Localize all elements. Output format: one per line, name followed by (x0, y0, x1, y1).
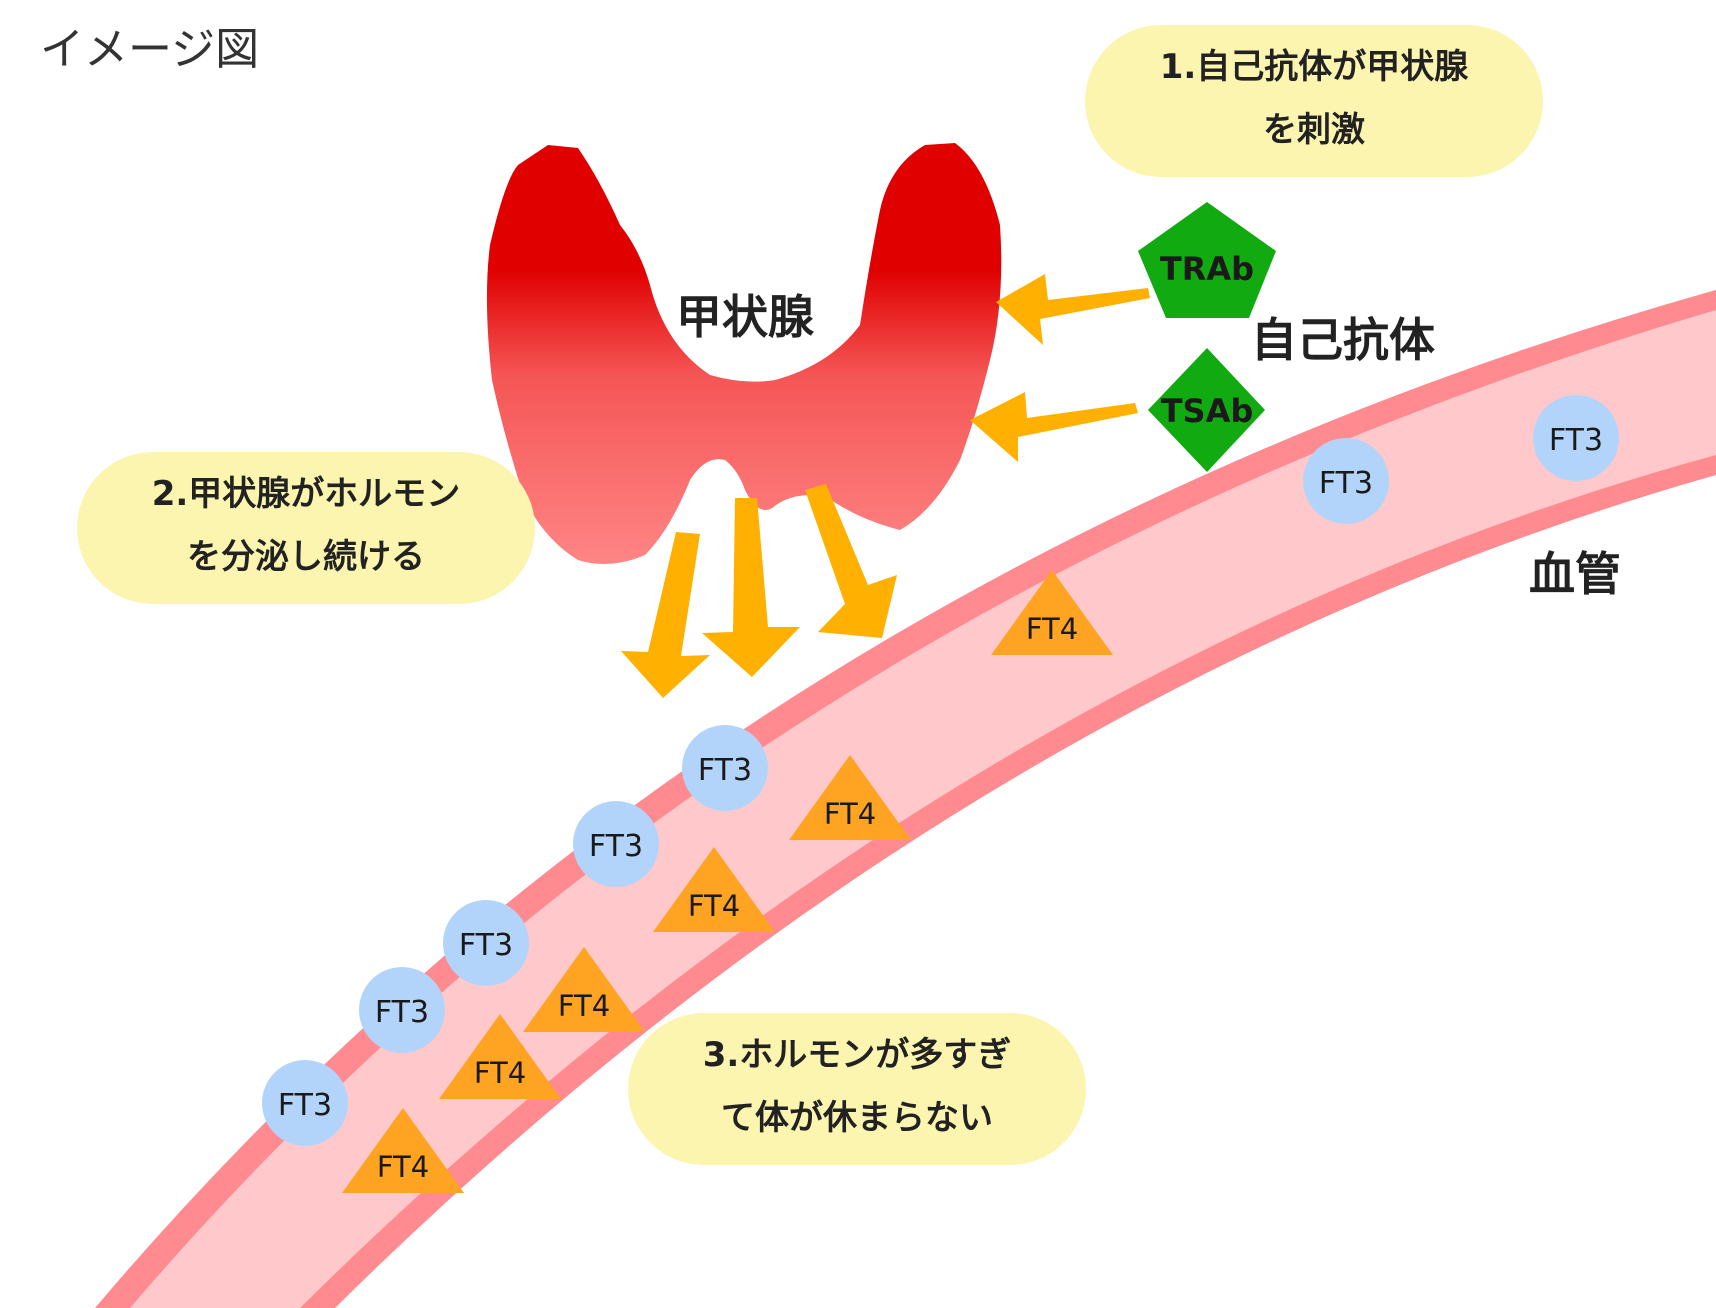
arrow-trab-to-thyroid (996, 274, 1150, 345)
svg-text:FT4: FT4 (1026, 612, 1078, 646)
step-1-line-1: 1.自己抗体が甲状腺 (1160, 47, 1470, 87)
antibody-trab: TRAb (1138, 202, 1276, 318)
page-title: イメージ図 (40, 24, 259, 75)
ft4-molecule: FT4 (523, 947, 645, 1032)
step-bubble-1: 1.自己抗体が甲状腺 を刺激 (1085, 25, 1543, 177)
arrow-secretion-center (702, 498, 800, 677)
svg-text:FT4: FT4 (474, 1056, 526, 1090)
ft4-molecule: FT4 (789, 755, 911, 840)
ft4-molecule: FT4 (342, 1108, 464, 1193)
ft3-molecule: FT3 (359, 967, 445, 1053)
svg-text:FT3: FT3 (459, 928, 513, 963)
bubble-background (1085, 25, 1543, 177)
thyroid-label: 甲状腺 (676, 290, 814, 344)
svg-text:FT4: FT4 (377, 1150, 429, 1184)
step-3-line-1: 3.ホルモンが多すぎ (703, 1035, 1012, 1075)
step-bubble-2: 2.甲状腺がホルモン を分泌し続ける (77, 452, 535, 604)
diamond-shape (1148, 348, 1265, 472)
secretion-arrows (621, 484, 897, 698)
ft4-molecule: FT4 (653, 847, 775, 932)
ft3-molecule: FT3 (682, 725, 768, 811)
svg-text:FT3: FT3 (1549, 423, 1603, 458)
ft4-molecule: FT4 (439, 1014, 561, 1099)
antibody-trab-label: TRAb (1160, 250, 1254, 288)
bubble-background (77, 452, 535, 604)
antibody-tsab: TSAb (1148, 348, 1265, 472)
step-bubble-3: 3.ホルモンが多すぎ て体が休まらない (628, 1013, 1086, 1165)
svg-text:FT4: FT4 (824, 797, 876, 831)
step-3-line-2: て体が休まらない (721, 1098, 993, 1138)
svg-text:FT3: FT3 (278, 1088, 332, 1123)
vessel-label: 血管 (1529, 547, 1621, 601)
arrow-secretion-left (621, 532, 710, 698)
arrow-tsab-to-thyroid (970, 392, 1138, 462)
pentagon-shape (1138, 202, 1276, 318)
autoantibody-label: 自己抗体 (1251, 313, 1435, 367)
ft3-molecule: FT3 (443, 900, 529, 986)
ft3-molecule: FT3 (1533, 395, 1619, 481)
ft3-molecule: FT3 (262, 1060, 348, 1146)
step-2-line-1: 2.甲状腺がホルモン (152, 474, 461, 514)
arrow-secretion-right (805, 484, 897, 638)
ft3-molecules: FT3 FT3 FT3 FT3 FT3 FT3 FT3 (262, 395, 1619, 1146)
ft3-molecule: FT3 (573, 801, 659, 887)
step-1-line-2: を刺激 (1263, 110, 1365, 150)
ft3-molecule: FT3 (1303, 438, 1389, 524)
svg-text:FT3: FT3 (1319, 466, 1373, 501)
ft4-molecules: FT4 FT4 FT4 FT4 FT4 FT4 (342, 570, 1113, 1193)
svg-text:FT3: FT3 (698, 753, 752, 788)
antibody-tsab-label: TSAb (1161, 392, 1254, 430)
svg-text:FT3: FT3 (589, 829, 643, 864)
bubble-background (628, 1013, 1086, 1165)
svg-text:FT3: FT3 (375, 995, 429, 1030)
svg-text:FT4: FT4 (688, 889, 740, 923)
thyroid-gland-shape (486, 143, 1002, 564)
ft4-molecule: FT4 (991, 570, 1113, 655)
step-2-line-2: を分泌し続ける (187, 537, 425, 577)
svg-text:FT4: FT4 (558, 989, 610, 1023)
stimulation-arrows (970, 274, 1150, 462)
